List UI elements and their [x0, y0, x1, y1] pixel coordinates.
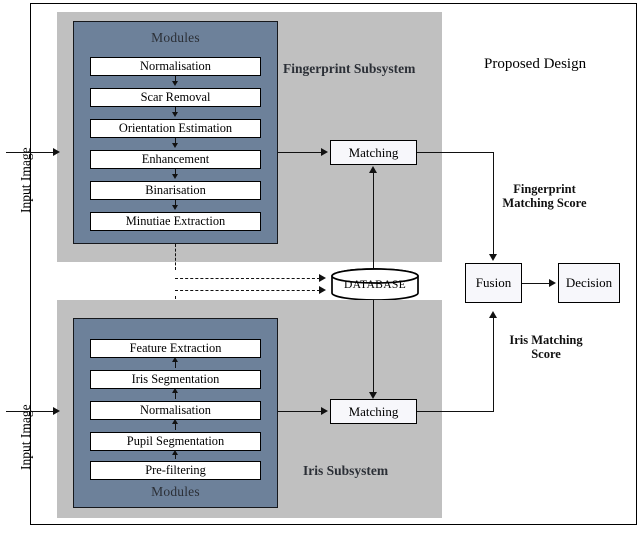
fp-db-arrow: [369, 166, 377, 173]
fusion-to-decision-arrow: [549, 279, 556, 287]
fp-step-minutiae-extraction[interactable]: Minutiae Extraction: [90, 212, 261, 231]
fp-connector-1: [175, 76, 176, 82]
fp-step-binarisation[interactable]: Binarisation: [90, 181, 261, 200]
fp-connector-3: [175, 138, 176, 144]
fp-to-matching-line: [278, 152, 322, 153]
ir-step-feature-extraction[interactable]: Feature Extraction: [90, 339, 261, 358]
fp-db-line: [373, 172, 374, 268]
fp-arrow-1: [172, 81, 178, 86]
ir-step-pre-filtering[interactable]: Pre-filtering: [90, 461, 261, 480]
ir-to-matching-arrow: [321, 407, 328, 415]
fp-input-arrow: [53, 148, 60, 156]
fp-score-line-h: [417, 152, 494, 153]
ir-db-line: [373, 300, 374, 393]
ir-step-pupil-segmentation[interactable]: Pupil Segmentation: [90, 432, 261, 451]
fp-to-matching-arrow: [321, 148, 328, 156]
fp-dash-down: [175, 244, 176, 270]
database-label: DATABASE: [343, 278, 407, 291]
ir-to-matching-line: [278, 411, 322, 412]
fp-connector-5: [175, 200, 176, 206]
iris-subsystem-label: Iris Subsystem: [303, 463, 389, 478]
ir-input-line: [6, 411, 54, 412]
ir-dash-db-arrow: [319, 286, 326, 294]
fp-step-scar-removal[interactable]: Scar Removal: [90, 88, 261, 107]
fingerprint-modules-title: Modules: [151, 30, 200, 45]
fp-input-line: [6, 152, 54, 153]
fp-arrow-4: [172, 174, 178, 179]
fp-score-line-v: [493, 152, 494, 254]
fingerprint-input-label: Input Image: [18, 147, 33, 213]
fp-arrow-5: [172, 205, 178, 210]
ir-arrow-1: [172, 357, 178, 362]
iris-matching-box[interactable]: Matching: [330, 399, 417, 424]
ir-connector-4: [175, 453, 176, 459]
fp-step-orientation-estimation[interactable]: Orientation Estimation: [90, 119, 261, 138]
fp-arrow-2: [172, 112, 178, 117]
database-shape: [331, 268, 419, 301]
fp-score-arrow: [489, 254, 497, 261]
ir-connector-2: [175, 392, 176, 399]
ir-db-arrow: [369, 392, 377, 399]
ir-step-normalisation[interactable]: Normalisation: [90, 401, 261, 420]
database-cylinder[interactable]: DATABASE: [330, 268, 420, 301]
page-title: Proposed Design: [484, 56, 587, 72]
iris-input-label: Input Image: [18, 404, 33, 470]
ir-input-arrow: [53, 407, 60, 415]
fusion-box[interactable]: Fusion: [465, 263, 522, 303]
ir-dash-to-db: [175, 290, 320, 291]
iris-modules-title: Modules: [151, 484, 200, 499]
fp-connector-2: [175, 107, 176, 113]
ir-score-line-v: [493, 318, 494, 411]
ir-step-iris-segmentation[interactable]: Iris Segmentation: [90, 370, 261, 389]
ir-score-line-h: [417, 411, 494, 412]
decision-box[interactable]: Decision: [558, 263, 620, 303]
fp-dash-db-arrow: [319, 274, 326, 282]
fp-dash-to-db: [175, 278, 320, 279]
fingerprint-score-label: Fingerprint Matching Score: [502, 182, 587, 210]
ir-arrow-3: [172, 419, 178, 424]
ir-score-arrow: [489, 311, 497, 318]
ir-arrow-2: [172, 388, 178, 393]
iris-score-label: Iris Matching Score: [509, 333, 583, 361]
ir-connector-3: [175, 423, 176, 430]
fp-step-enhancement[interactable]: Enhancement: [90, 150, 261, 169]
fingerprint-subsystem-label: Fingerprint Subsystem: [283, 61, 416, 76]
fingerprint-matching-box[interactable]: Matching: [330, 140, 417, 165]
ir-arrow-4: [172, 450, 178, 455]
ir-connector-1: [175, 361, 176, 368]
fp-connector-4: [175, 169, 176, 175]
fp-arrow-3: [172, 143, 178, 148]
fusion-to-decision-line: [522, 283, 550, 284]
fp-step-normalisation[interactable]: Normalisation: [90, 57, 261, 76]
